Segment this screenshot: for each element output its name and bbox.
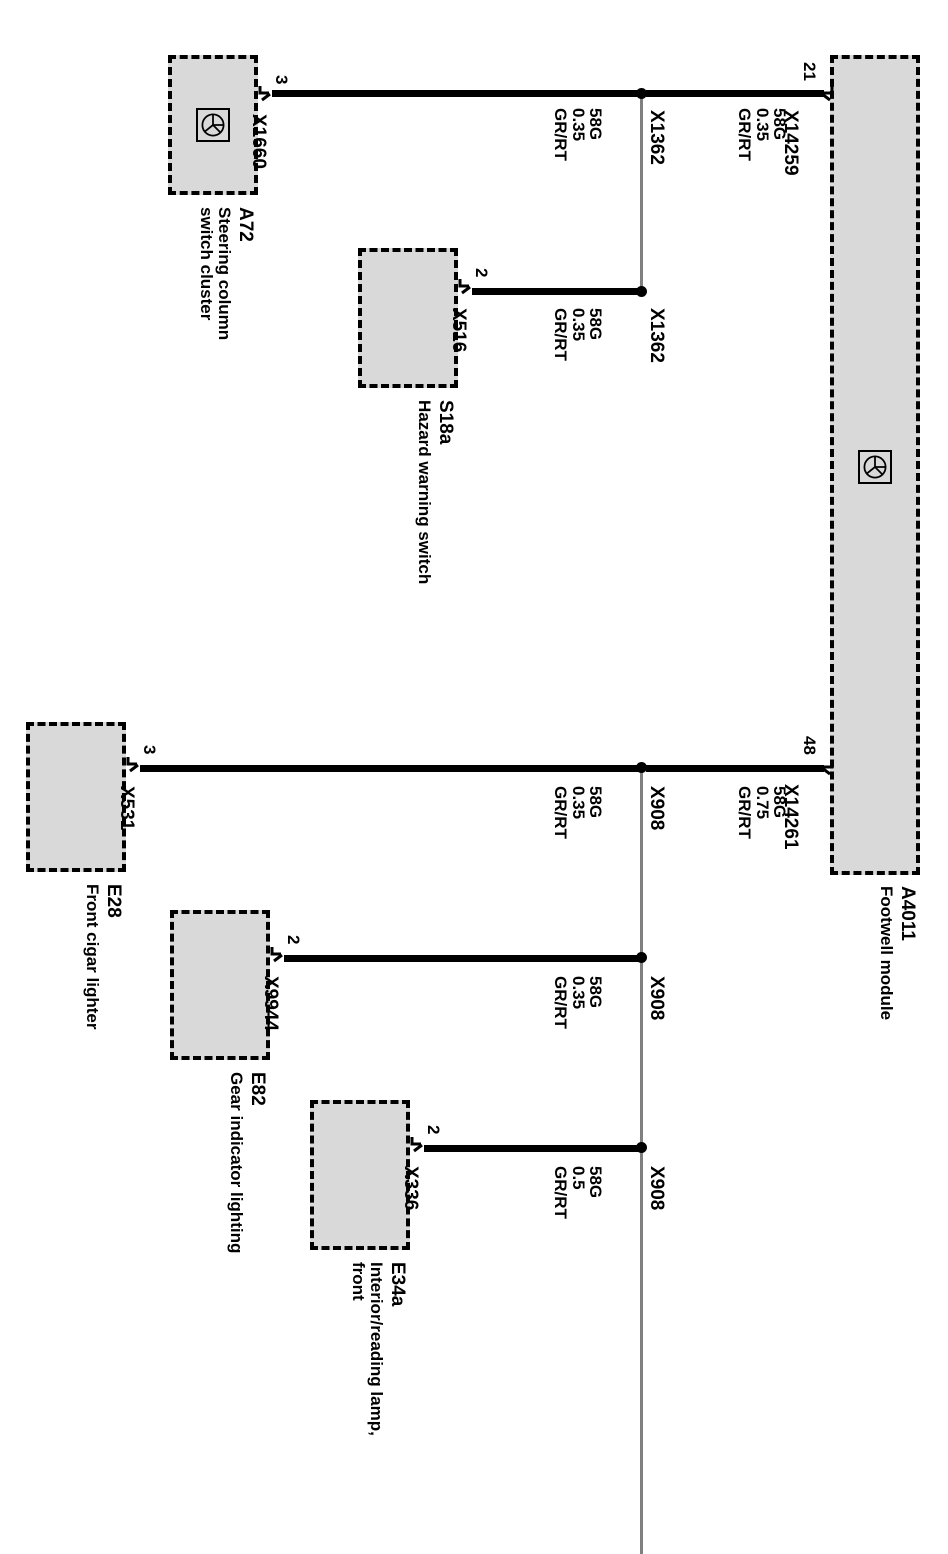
wire-s18a-to-x1362 [472,288,642,295]
device-name-e82: Gear indicator lighting [227,1072,246,1254]
wire-circuit: 58G [770,786,789,819]
wire-circuit: 58G [586,108,605,141]
splice-label-x908-bottom: X908 [646,1166,667,1211]
splice-label-x908-middle: X908 [646,976,667,1021]
wire-e82-to-x908 [284,955,642,962]
connector-hook-a4011-pin21 [816,84,834,104]
module-icon-a4011 [858,450,892,484]
wire-x908-to-a4011-48 [646,765,824,772]
wire-gauge: 0.35 [752,108,772,142]
connector-hook-a72 [258,84,276,104]
splice-dot-x908-bottom [636,1142,647,1153]
connector-id-e34a: X336 [400,1166,421,1211]
wire-gauge: 0.35 [568,976,588,1010]
connector-hook-s18a [458,277,476,297]
device-id-a4011: A4011 [897,886,918,941]
wire-e28-to-x908 [140,765,642,772]
wire-gauge: 0.35 [568,308,588,342]
connector-id-e82: X9944 [260,976,281,1031]
device-name-e34a-line2: front [349,1262,368,1301]
component-block-e34a[interactable] [310,1100,410,1250]
device-name-e28: Front cigar lighter [83,884,102,1030]
wire-circuit: 58G [586,976,605,1009]
wire-gauge: 0.35 [568,786,588,820]
connector-hook-e82 [270,945,288,965]
wire-e34a-to-x908 [424,1145,642,1152]
wire-color: GR/RT [735,786,755,839]
pin-number-e34a: 2 [424,1125,443,1135]
connector-id-a72: X1660 [248,114,269,169]
device-id-e28: E28 [103,884,124,918]
connector-id-a4011-x14259: X14259 [780,110,801,176]
pin-number-a72: 3 [272,75,291,85]
wire-x1362-to-a4011-21 [646,90,824,97]
wire-circuit: 58G [586,786,605,819]
device-id-s18a: S18a [435,400,456,445]
connector-id-e28: X531 [116,786,137,831]
wire-circuit: 58G [586,308,605,341]
pin-number-e82: 2 [284,935,303,945]
splice-dot-x908-middle [636,952,647,963]
device-id-a72: A72 [235,207,256,242]
splice-label-x908-top: X908 [646,786,667,831]
component-block-e28[interactable] [26,722,126,872]
wire-color: GR/RT [551,786,571,839]
splice-bus-x908 [640,766,643,1554]
connector-hook-e28 [126,755,144,775]
wire-a72-to-x1362 [272,90,642,97]
pin-number-s18a: 2 [472,268,491,278]
wire-label-e34a-x908: 58G 0.5 GR/RT [551,1166,605,1219]
device-name-a4011: Footwell module [877,886,896,1021]
pin-number-a4011-21: 21 [800,62,819,81]
wire-color: GR/RT [551,976,571,1029]
device-name-a72-line2: switch cluster [197,207,216,321]
connector-hook-e34a [410,1135,428,1155]
splice-dot-x908-top [636,762,647,773]
wire-color: GR/RT [735,108,755,161]
wire-color: GR/RT [551,1166,571,1219]
splice-bus-x1362 [640,92,643,292]
wire-circuit: 58G [586,1166,605,1199]
module-icon-a72 [196,108,230,142]
wire-gauge: 0.35 [568,108,588,142]
device-id-e82: E82 [247,1072,268,1106]
device-name-e34a-line1: Interior/reading lamp, [367,1262,386,1436]
splice-dot-x1362-bottom [636,286,647,297]
component-block-s18a[interactable] [358,248,458,388]
wire-color: GR/RT [551,308,571,361]
device-id-e34a: E34a [387,1262,408,1307]
splice-dot-x1362-top [636,88,647,99]
component-block-a72[interactable] [168,55,258,195]
pin-number-a4011-48: 48 [800,736,819,755]
wire-label-s18a-x1362: 58G 0.35 GR/RT [551,308,605,361]
splice-label-x1362-bottom: X1362 [646,308,667,363]
splice-label-x1362-top: X1362 [646,110,667,165]
component-block-e82[interactable] [170,910,270,1060]
wire-color: GR/RT [551,108,571,161]
connector-id-s18a: X516 [448,308,469,353]
wire-label-e28-x908: 58G 0.35 GR/RT [551,786,605,839]
wire-label-x908-a4011-48: 58G 0.75 GR/RT [735,786,789,839]
wire-label-a72-x1362: 58G 0.35 GR/RT [551,108,605,161]
device-name-a72-line1: Steering column [215,207,234,341]
device-name-s18a: Hazard warning switch [415,400,434,585]
pin-number-e28: 3 [140,745,159,755]
wire-label-e82-x908: 58G 0.35 GR/RT [551,976,605,1029]
wire-gauge: 0.5 [568,1166,588,1190]
wire-gauge: 0.75 [752,786,772,820]
